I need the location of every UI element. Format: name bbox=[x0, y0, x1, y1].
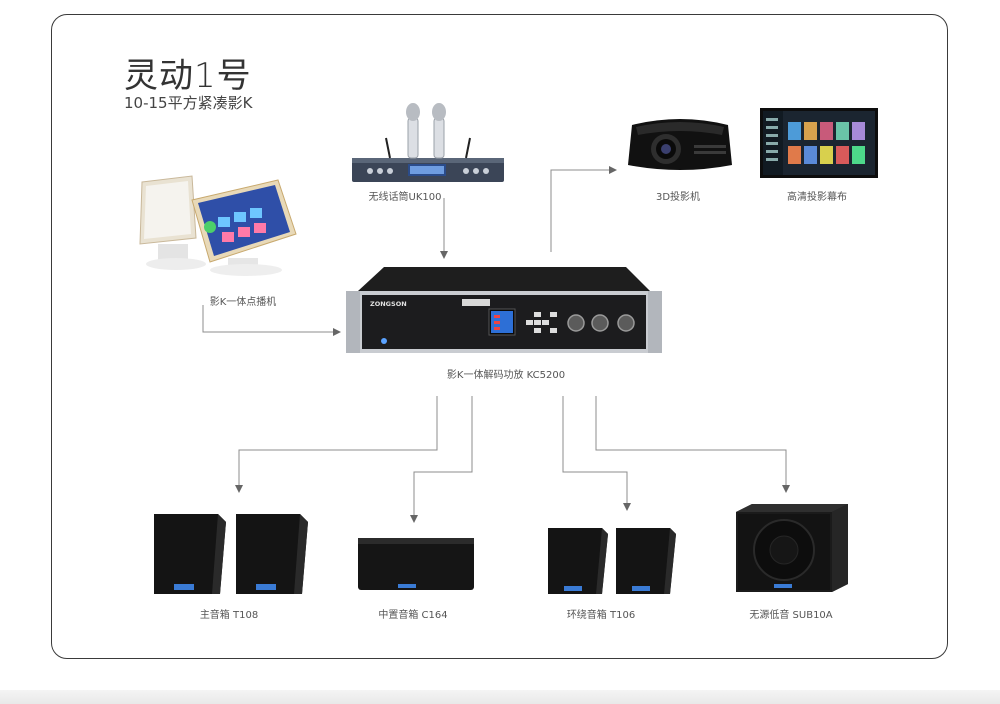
projection-screen bbox=[760, 108, 878, 178]
projector-3d bbox=[628, 119, 732, 170]
projector-label: 3D投影机 bbox=[655, 192, 701, 203]
mic-label: 无线话筒UK100 bbox=[368, 192, 442, 203]
diagram-frame bbox=[51, 14, 948, 659]
wireless-mic-receiver bbox=[352, 103, 504, 182]
surround-speakers-label: 环绕音箱 T106 bbox=[566, 610, 636, 621]
wire-amp-to-sub bbox=[595, 396, 790, 493]
subwoofer-label: 无源低音 SUB10A bbox=[749, 610, 833, 621]
wire-player-to-amp bbox=[202, 305, 341, 336]
amp-label: 影K一体解码功放 KC5200 bbox=[446, 370, 566, 381]
diagram-subtitle: 10-15平方紧凑影K bbox=[124, 94, 253, 112]
wire-amp-to-main bbox=[235, 396, 438, 493]
bottom-divider bbox=[0, 690, 1000, 704]
player-label: 影K一体点播机 bbox=[209, 297, 277, 308]
wire-amp-to-surround bbox=[562, 396, 631, 511]
amplifier-kc5200: ZONGSON bbox=[346, 267, 662, 353]
subwoofer-sub10a bbox=[736, 504, 848, 592]
diagram-title: 灵动1号 bbox=[124, 56, 252, 96]
main-speakers-t108 bbox=[154, 514, 308, 594]
center-speaker-c164 bbox=[358, 538, 474, 590]
screen-label: 高清投影幕布 bbox=[787, 192, 847, 203]
amp-brand-text: ZONGSON bbox=[370, 300, 407, 308]
wire-amp-to-center bbox=[410, 396, 473, 523]
karaoke-player bbox=[139, 175, 297, 276]
surround-speakers-t106 bbox=[548, 528, 676, 594]
center-speaker-label: 中置音箱 C164 bbox=[378, 610, 448, 621]
main-speakers-label: 主音箱 T108 bbox=[199, 610, 259, 621]
wire-amp-to-projector bbox=[550, 166, 617, 252]
